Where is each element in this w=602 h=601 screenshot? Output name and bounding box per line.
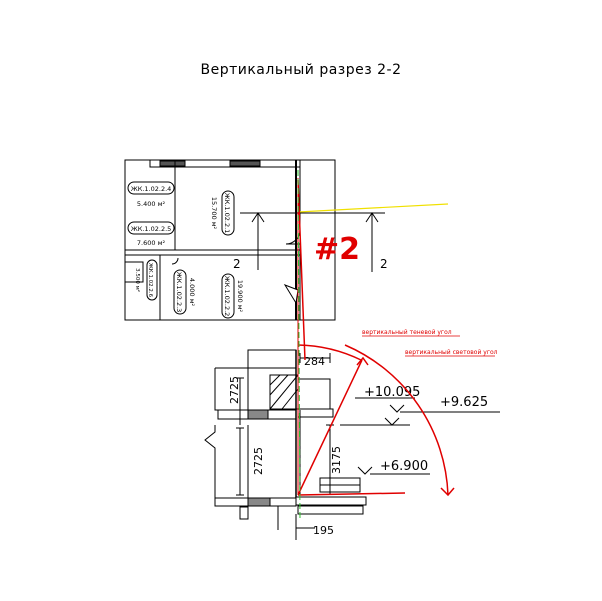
drawing-title: Вертикальный разрез 2-2 [200,62,402,78]
yellow-sight-line [297,203,449,213]
room-tag-6 [146,259,158,301]
room-area-5: 19.900 м² [236,280,244,313]
cut-right-arrow [365,212,379,223]
room-code-6: ЖК.1.02.2.6 [147,263,153,298]
room-code-1: ЖК.1.02.2.4 [131,185,172,193]
room-tag-2 [127,221,175,235]
cut-label-left: 2 [233,257,241,271]
dim-mid: 3175 [330,446,343,474]
green-guide-line [297,169,301,521]
room-tag-5 [221,273,235,319]
red-base-line [297,492,406,496]
building-section [204,349,367,540]
room-tag-4 [173,269,187,315]
light-angle-note: вертикальный световой угол [405,349,498,356]
room-area-6: 3.500 м² [134,268,141,292]
elevation-marks [340,397,500,475]
elevation-2: +9.625 [440,395,488,410]
room-area-3: 15.700 м² [210,197,218,230]
room-code-3: ЖК.1.02.2.1 [223,193,231,234]
dim-upper-height: 2725 [228,376,241,404]
elevation-1: +10.095 [364,385,420,400]
room-code-2: ЖК.1.02.2.5 [131,225,172,233]
cut-label-right: 2 [380,257,388,271]
room-code-5: ЖК.1.02.2.2 [223,276,231,317]
red-sight-line [297,359,363,496]
dim-bottom-width: 195 [313,524,334,537]
section-number: #2 [314,232,360,267]
room-labels: ЖК.1.02.2.4 5.400 м² ЖК.1.02.2.5 7.600 м… [127,181,244,319]
dim-lower-height: 2725 [252,447,265,475]
room-area-4: 4.000 м² [188,278,196,307]
elevation-3: +6.900 [380,459,428,474]
shadow-angle-note: вертикальный теневой угол [362,329,452,336]
room-area-1: 5.400 м² [137,200,166,208]
room-tag-1 [127,181,175,195]
shadow-angle-arc [297,344,362,361]
light-angle-arc [344,344,449,496]
room-code-4: ЖК.1.02.2.3 [175,272,183,313]
section-cut [240,212,385,272]
room-area-2: 7.600 м² [137,239,166,247]
room-tag-3 [221,190,235,236]
dim-top-width: 284 [304,355,325,368]
angle-construction [297,178,495,497]
